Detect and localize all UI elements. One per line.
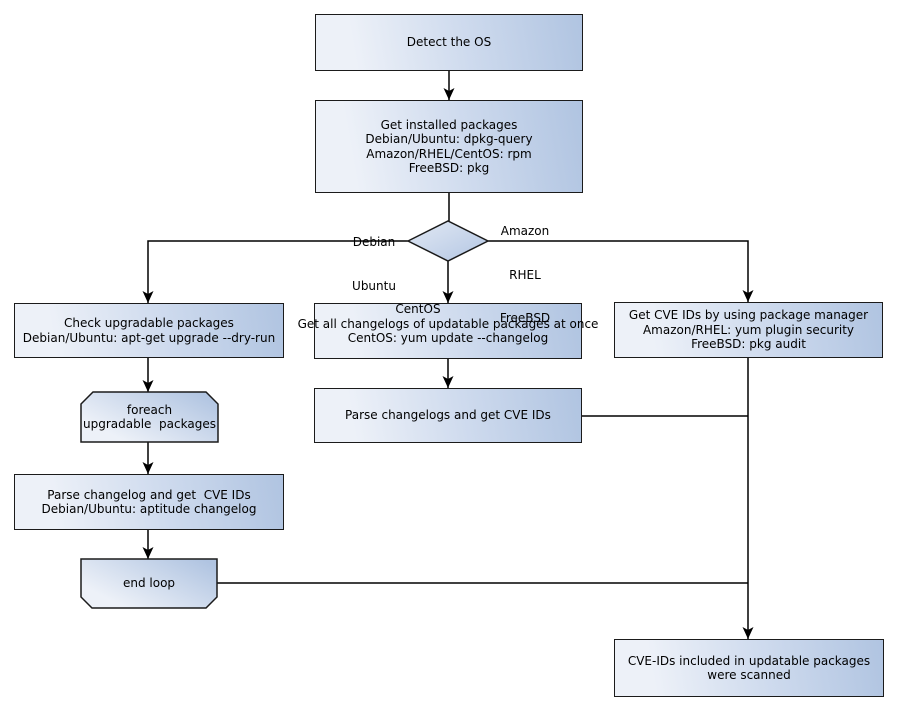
edge-label-text: Amazon <box>500 224 550 238</box>
edge-label-text: Debian <box>352 235 396 249</box>
edge-label-text: RHEL <box>509 267 541 282</box>
edge-decision-to-check-upgradable <box>142 240 408 303</box>
node-cve-ids-scanned: CVE-IDs included in updatable packages w… <box>614 639 884 697</box>
node-get-all-changelogs: Get all changelogs of updatable packages… <box>298 303 598 359</box>
node-text: Detect the OS <box>406 35 492 50</box>
node-text: Amazon/RHEL/CentOS: rpm <box>366 146 532 161</box>
node-text: FreeBSD: pkg <box>408 161 490 175</box>
edge-label-text: CentOS <box>395 302 441 316</box>
node-detect-os: Detect the OS <box>315 14 583 71</box>
node-text: CentOS: yum update --changelog <box>347 331 549 345</box>
edge-decision-to-get-cve <box>488 240 754 302</box>
end-loop-shape <box>80 558 218 609</box>
edge-label-text: FreeBSD <box>499 311 551 325</box>
os-decision-diamond <box>406 220 490 262</box>
foreach-loop-shape <box>80 391 219 443</box>
node-text: Debian/Ubuntu: dpkg-query <box>365 132 533 146</box>
node-text: Get all changelogs of updatable packages… <box>297 316 599 331</box>
node-text: Debian/Ubuntu: aptitude changelog <box>41 502 257 516</box>
edge-label-amazon-rhel-freebsd: Amazon RHEL FreeBSD <box>480 195 570 355</box>
node-text: Parse changelogs and get CVE IDs <box>345 408 551 423</box>
node-text: Amazon/RHEL: yum plugin security <box>642 322 855 337</box>
node-get-installed-packages: Get installed packages Debian/Ubuntu: dp… <box>315 100 583 193</box>
node-text: Debian/Ubuntu: apt-get upgrade --dry-run <box>22 330 276 345</box>
node-text: were scanned <box>707 668 791 682</box>
node-check-upgradable-packages: Check upgradable packages Debian/Ubuntu:… <box>14 303 284 358</box>
node-text: Get installed packages <box>380 117 518 132</box>
node-text: Check upgradable packages <box>64 316 234 330</box>
edge-label-text: Ubuntu <box>352 278 396 293</box>
node-text: FreeBSD: pkg audit <box>691 337 806 352</box>
node-parse-changelogs-centos: Parse changelogs and get CVE IDs <box>314 388 582 443</box>
edge-label-debian-ubuntu: Debian Ubuntu <box>329 206 419 322</box>
node-get-cve-package-manager: Get CVE IDs by using package manager Ama… <box>614 302 883 358</box>
node-text: Get CVE IDs by using package manager <box>628 308 869 323</box>
node-parse-changelog-debian: Parse changelog and get CVE IDs Debian/U… <box>14 474 284 530</box>
node-text: Parse changelog and get CVE IDs <box>47 487 251 502</box>
node-text: CVE-IDs included in updatable packages <box>627 653 871 668</box>
edge-label-centos: CentOS <box>375 273 461 346</box>
